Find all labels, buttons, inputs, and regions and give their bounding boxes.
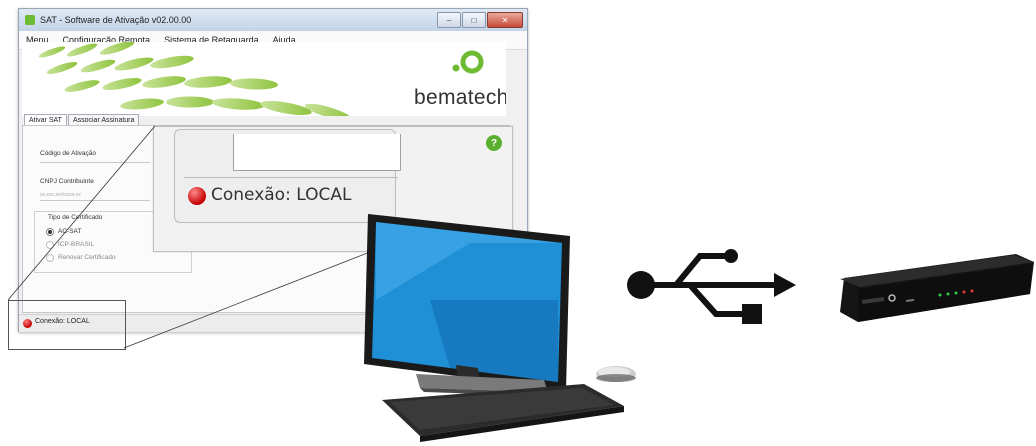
tab-associate-signature[interactable]: Associar Assinatura — [67, 114, 140, 126]
callout-status-row: Conexão: LOCAL — [184, 177, 398, 208]
keyboard — [382, 384, 624, 442]
menu-item-menu[interactable]: Menu — [26, 35, 49, 45]
zoom-callout: Conexão: LOCAL — [153, 126, 513, 252]
menu-item-backoffice[interactable]: Sistema de Retaguarda — [164, 35, 259, 45]
cnpj-label: CNPJ Contribuinte — [40, 178, 94, 185]
radio-icp-brasil-label: ICP-BRASIL — [58, 241, 95, 248]
connection-status-icon — [23, 319, 32, 328]
activation-code-label: Código de Ativação — [40, 150, 97, 157]
window-titlebar: SAT - Software de Ativação v02.00.00 – □… — [19, 9, 527, 31]
menu-item-help[interactable]: Ajuda — [272, 35, 296, 45]
radio-renew-cert[interactable] — [46, 254, 54, 262]
zoom-line-top — [7, 125, 156, 301]
banner-swoosh — [38, 42, 484, 116]
mouse — [596, 366, 636, 382]
cnpj-input[interactable]: xx.xxx.xxx/xxxx-xx — [40, 192, 81, 198]
minimize-button[interactable]: – — [437, 12, 461, 28]
logo-dot-small — [452, 64, 460, 72]
connection-status-text: Conexão: LOCAL — [35, 318, 90, 325]
tab-strip: Ativar SAT Associar Assinatura — [24, 114, 140, 126]
radio-icp-brasil[interactable] — [46, 241, 54, 249]
close-button[interactable]: ✕ — [487, 12, 523, 28]
radio-ac-sat[interactable] — [46, 228, 54, 236]
tab-activate-sat[interactable]: Ativar SAT — [24, 114, 67, 126]
connection-status-icon-large — [188, 187, 206, 205]
help-icon[interactable]: ? — [486, 135, 502, 151]
zoom-line-bottom — [123, 251, 371, 349]
menu-item-remote-config[interactable]: Configuração Remota — [62, 35, 151, 45]
app-icon — [25, 15, 35, 25]
brand-logo: bematech — [414, 86, 506, 109]
brand-banner: bematech — [22, 42, 506, 116]
radio-renew-cert-label: Renovar Certificado — [58, 254, 116, 261]
radio-ac-sat-label: AC-SAT — [58, 228, 82, 235]
cert-type-label: Tipo de Certificado — [46, 214, 105, 221]
computer-monitor — [364, 214, 570, 396]
window-controls: – □ ✕ — [436, 12, 523, 28]
zoom-source-box — [8, 300, 126, 350]
activation-code-field[interactable] — [40, 162, 150, 163]
callout-frame — [174, 129, 401, 223]
usb-icon — [627, 249, 796, 324]
cnpj-field-underline — [40, 200, 150, 201]
logo-ring — [460, 50, 484, 74]
connection-status-text-large: Conexão: LOCAL — [211, 185, 352, 205]
window-title: SAT - Software de Ativação v02.00.00 — [40, 15, 192, 25]
sat-device — [840, 254, 1034, 322]
callout-text-field — [233, 134, 401, 171]
maximize-button[interactable]: □ — [462, 12, 486, 28]
